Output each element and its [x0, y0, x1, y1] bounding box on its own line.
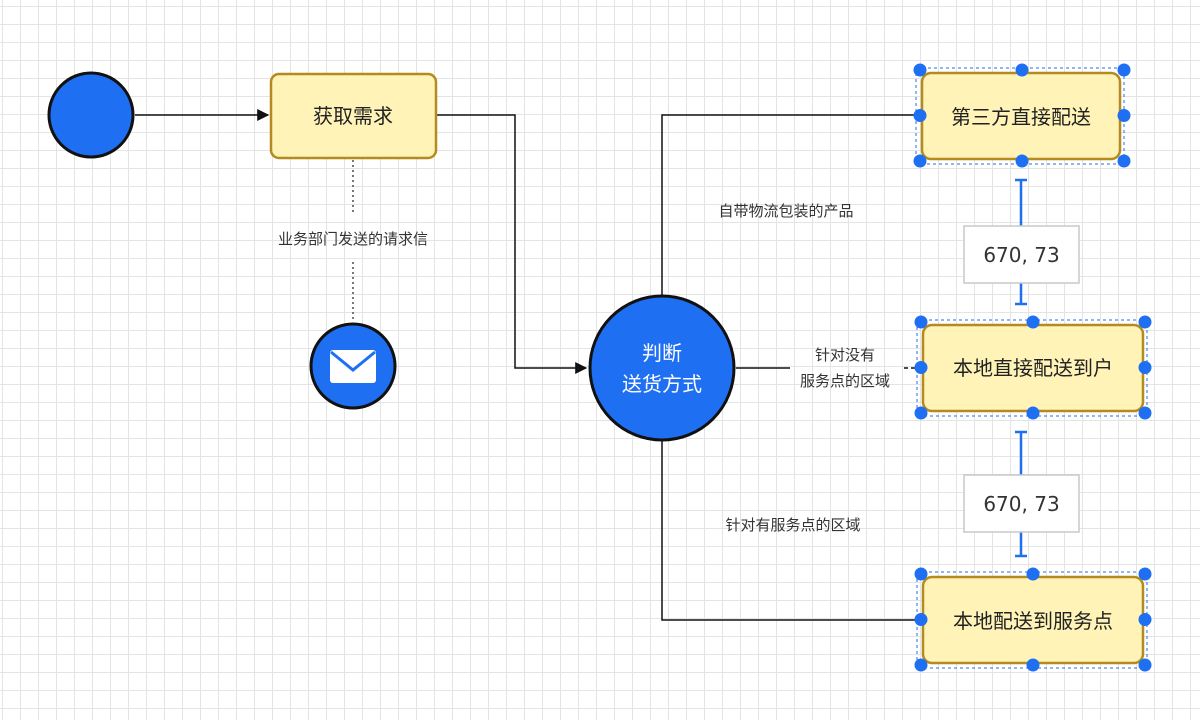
resize-handle[interactable] [913, 109, 927, 122]
task-local-direct[interactable]: 本地直接配送到户 [916, 319, 1148, 417]
resize-handle[interactable] [914, 567, 928, 581]
resize-handle[interactable] [913, 63, 927, 77]
resize-handle[interactable] [914, 613, 928, 626]
resize-handle[interactable] [914, 361, 928, 374]
dimension-value-upper: 670, 73 [983, 243, 1059, 267]
gateway-label-line1: 判断 [642, 341, 682, 365]
resize-handle[interactable] [913, 154, 927, 168]
task-get-demand-label: 获取需求 [313, 104, 393, 128]
resize-handle[interactable] [1015, 154, 1029, 168]
task-third-party[interactable]: 第三方直接配送 [915, 67, 1125, 165]
edge-label-local-direct-line1: 针对没有 [815, 346, 875, 364]
resize-handle[interactable] [914, 658, 928, 672]
resize-handle[interactable] [1117, 154, 1131, 168]
dimension-tooltip-lower: 670, 73 [963, 474, 1080, 533]
resize-handle[interactable] [1026, 658, 1040, 672]
edge-gateway-to-local-service[interactable] [661, 440, 920, 621]
start-event[interactable] [47, 71, 135, 159]
edge-gateway-to-third-party[interactable] [661, 114, 920, 296]
resize-handle[interactable] [1026, 406, 1040, 420]
task-local-direct-label: 本地直接配送到户 [953, 356, 1113, 380]
resize-handle[interactable] [1026, 315, 1040, 329]
resize-handle[interactable] [1117, 109, 1131, 122]
edge-task-to-gateway[interactable] [437, 114, 588, 374]
resize-handle[interactable] [1138, 361, 1152, 374]
gateway-label-line2: 送货方式 [622, 372, 702, 396]
message-event[interactable] [309, 322, 397, 410]
task-local-service[interactable]: 本地配送到服务点 [916, 571, 1148, 669]
resize-handle[interactable] [914, 315, 928, 329]
resize-handle[interactable] [914, 406, 928, 420]
dimension-value-lower: 670, 73 [983, 492, 1059, 516]
gateway-decide-delivery[interactable]: 判断 送货方式 [588, 294, 736, 442]
resize-handle[interactable] [1015, 63, 1029, 77]
dimension-tooltip-upper: 670, 73 [963, 225, 1080, 284]
resize-handle[interactable] [1138, 315, 1152, 329]
edge-label-local-direct-line2: 服务点的区域 [800, 372, 890, 390]
edge-label-local-service: 针对有服务点的区域 [725, 516, 860, 534]
resize-handle[interactable] [1138, 406, 1152, 420]
task-local-service-label: 本地配送到服务点 [953, 609, 1113, 633]
resize-handle[interactable] [1138, 613, 1152, 626]
edge-label-third-party: 自带物流包装的产品 [718, 202, 853, 220]
selection-handles[interactable] [913, 63, 1152, 672]
resize-handle[interactable] [1138, 658, 1152, 672]
resize-handle[interactable] [1026, 567, 1040, 581]
resize-handle[interactable] [1138, 567, 1152, 581]
resize-handle[interactable] [1117, 63, 1131, 77]
association-label: 业务部门发送的请求信 [278, 230, 428, 248]
task-third-party-label: 第三方直接配送 [951, 105, 1091, 129]
task-get-demand[interactable]: 获取需求 [269, 72, 438, 160]
envelope-icon [330, 350, 376, 383]
